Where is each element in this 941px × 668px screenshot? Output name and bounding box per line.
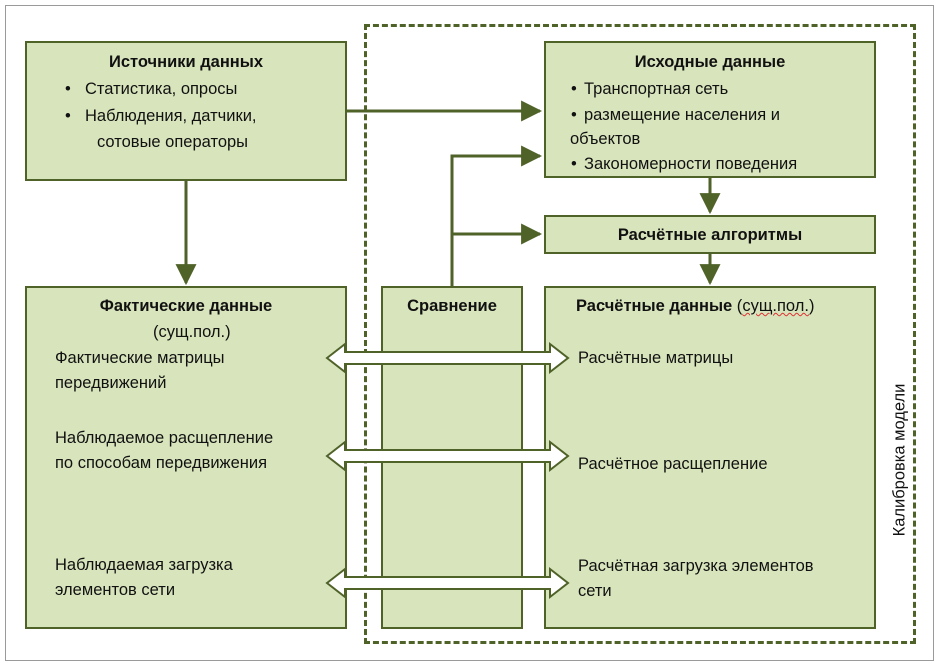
double-arrow-split bbox=[325, 439, 570, 473]
sources-title: Источники данных bbox=[108, 53, 264, 71]
actual-data-box: Фактические данные (сущ.пол.) Фактически… bbox=[25, 286, 347, 629]
inputs-box: Исходные данные Транспортная сеть размещ… bbox=[544, 41, 876, 178]
computed-title: Расчётные данные (сущ.пол.) bbox=[576, 294, 814, 318]
computed-title-suffix-word: сущ.пол. bbox=[742, 297, 809, 315]
double-arrow-matrices bbox=[325, 341, 570, 375]
sources-item-1: Статистика, опросы bbox=[51, 77, 237, 101]
actual-row-2-line-2: по способам передвижения bbox=[55, 454, 268, 472]
double-arrow-load bbox=[325, 566, 570, 600]
actual-subtitle: (сущ.пол.) bbox=[153, 323, 231, 341]
computed-row-2-line-1: Расчётное расщепление bbox=[578, 455, 768, 473]
actual-row-3-line-1: Наблюдаемая загрузка bbox=[55, 556, 233, 574]
computed-row-1-line-1: Расчётные матрицы bbox=[578, 349, 734, 367]
sources-item-2: Наблюдения, датчики, bbox=[51, 104, 257, 128]
inputs-item-1: Транспортная сеть bbox=[568, 77, 728, 101]
computed-row-3-line-2: сети bbox=[578, 582, 612, 600]
inputs-item-2: размещение населения и bbox=[568, 103, 780, 127]
computed-title-suffix-open: ( bbox=[732, 297, 743, 315]
computed-title-main: Расчётные данные bbox=[576, 297, 733, 315]
actual-row-1-line-2: передвижений bbox=[55, 374, 167, 392]
actual-row-3-line-2: элементов сети bbox=[55, 581, 176, 599]
actual-title: Фактические данные bbox=[99, 297, 273, 315]
sources-box: Источники данных Статистика, опросы Набл… bbox=[25, 41, 347, 181]
inputs-title: Исходные данные bbox=[634, 53, 786, 71]
inputs-item-3: Закономерности поведения bbox=[568, 152, 797, 176]
calibration-region bbox=[364, 24, 916, 644]
inputs-item-2-cont: объектов bbox=[570, 130, 641, 148]
comparison-title: Сравнение bbox=[407, 297, 497, 315]
actual-row-2-line-1: Наблюдаемое расщепление bbox=[55, 429, 274, 447]
computed-data-box: Расчётные данные (сущ.пол.) Расчётные ма… bbox=[544, 286, 876, 629]
algorithms-box: Расчётные алгоритмы bbox=[544, 215, 876, 254]
actual-row-1-line-1: Фактические матрицы bbox=[55, 349, 225, 367]
algorithms-title: Расчётные алгоритмы bbox=[617, 226, 803, 244]
feedback-line-comparison bbox=[450, 145, 543, 286]
calibration-label: Калибровка модели bbox=[890, 383, 909, 537]
sources-item-2-cont: сотовые операторы bbox=[97, 133, 249, 151]
computed-title-suffix-close: ) bbox=[808, 297, 815, 315]
computed-row-3-line-1: Расчётная загрузка элементов bbox=[578, 557, 814, 575]
